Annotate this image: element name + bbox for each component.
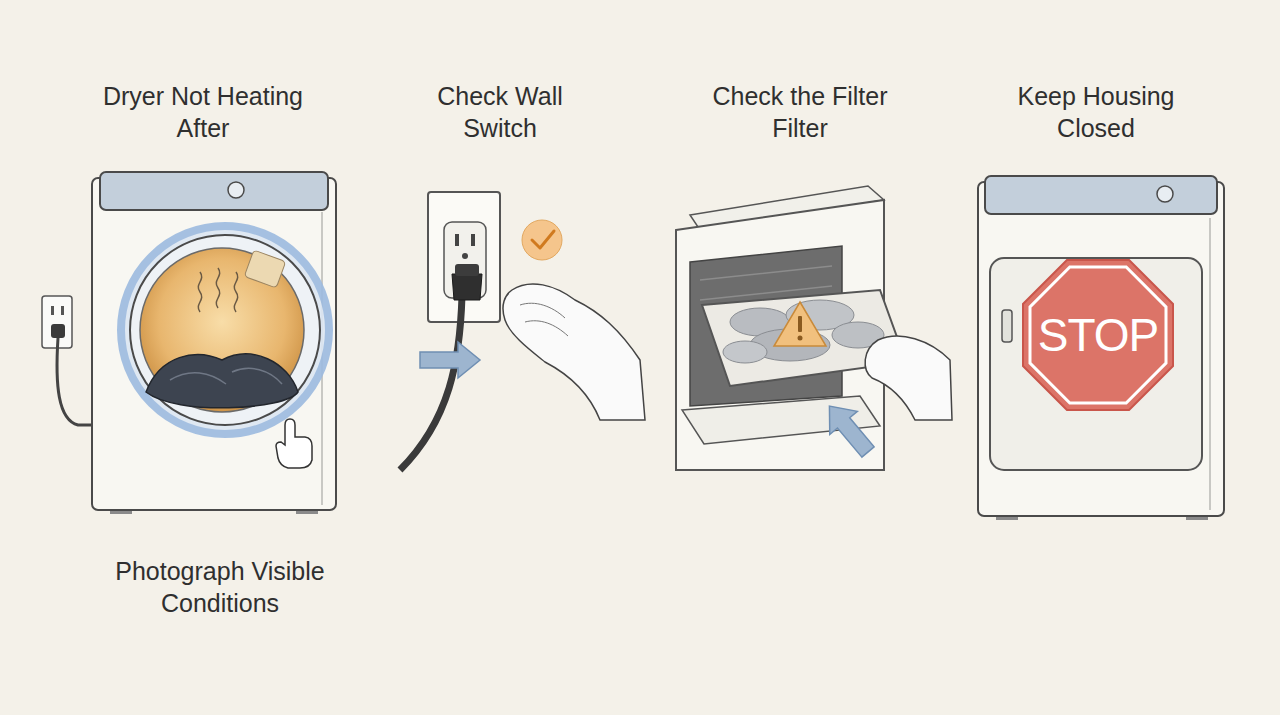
door-glow	[121, 226, 329, 434]
gloved-hand	[503, 284, 645, 420]
control-knob	[1157, 186, 1173, 202]
control-panel	[985, 176, 1217, 214]
step-caption: Photograph Visible Conditions	[100, 555, 340, 619]
direction-arrow	[420, 342, 480, 378]
step-panel: Dryer Not Heating AfterPhotograph Visibl…	[60, 75, 360, 615]
outlet-slot	[471, 234, 475, 246]
control-panel	[100, 172, 328, 210]
step-panel: Check the Filter Filter	[650, 75, 950, 495]
stop-sign: STOP	[1023, 260, 1173, 410]
dryer-body	[92, 178, 336, 510]
outlet-slot	[455, 234, 459, 246]
step-panel: STOP Keep Housing Closed	[960, 75, 1240, 495]
outlet-slot	[61, 306, 64, 315]
heat-wave	[198, 272, 201, 312]
heat-wave	[216, 268, 219, 308]
step-heading: Keep Housing Closed	[1006, 80, 1186, 144]
warning-mark	[798, 316, 802, 332]
plug	[51, 324, 65, 338]
check-mark	[532, 231, 554, 248]
clothes	[146, 354, 298, 408]
dryer-body	[978, 182, 1224, 516]
octagon-fill	[1023, 260, 1173, 410]
outlet-slot	[51, 306, 54, 315]
lint	[723, 341, 767, 363]
step-heading: Dryer Not Heating After	[83, 80, 323, 144]
control-knob	[228, 182, 244, 198]
step-panel: Check Wall Switch	[380, 75, 620, 495]
dryer-body	[676, 200, 884, 470]
ground-hole	[462, 253, 468, 259]
clothes-fold	[170, 368, 282, 384]
warning-triangle	[774, 302, 826, 346]
dryer-drum	[140, 248, 304, 412]
glove-finger	[520, 303, 568, 336]
power-cord	[400, 296, 462, 470]
plug	[452, 274, 482, 300]
hand	[865, 336, 952, 420]
plug-head	[455, 264, 479, 276]
step-heading: Check the Filter Filter	[695, 80, 905, 144]
direction-arrow	[816, 394, 882, 463]
check-badge	[522, 220, 562, 260]
pointer-hand	[276, 419, 312, 468]
dryer-door	[130, 235, 320, 425]
warning-mark	[798, 336, 803, 341]
sign-text: STOP	[1023, 309, 1173, 361]
lint-screen	[244, 250, 286, 288]
dryer-door	[990, 258, 1202, 470]
step-heading: Check Wall Switch	[425, 80, 575, 144]
dryer-edge	[1209, 218, 1211, 510]
heat-wave	[234, 272, 237, 312]
door-handle	[1002, 310, 1012, 342]
power-cord	[57, 338, 93, 425]
